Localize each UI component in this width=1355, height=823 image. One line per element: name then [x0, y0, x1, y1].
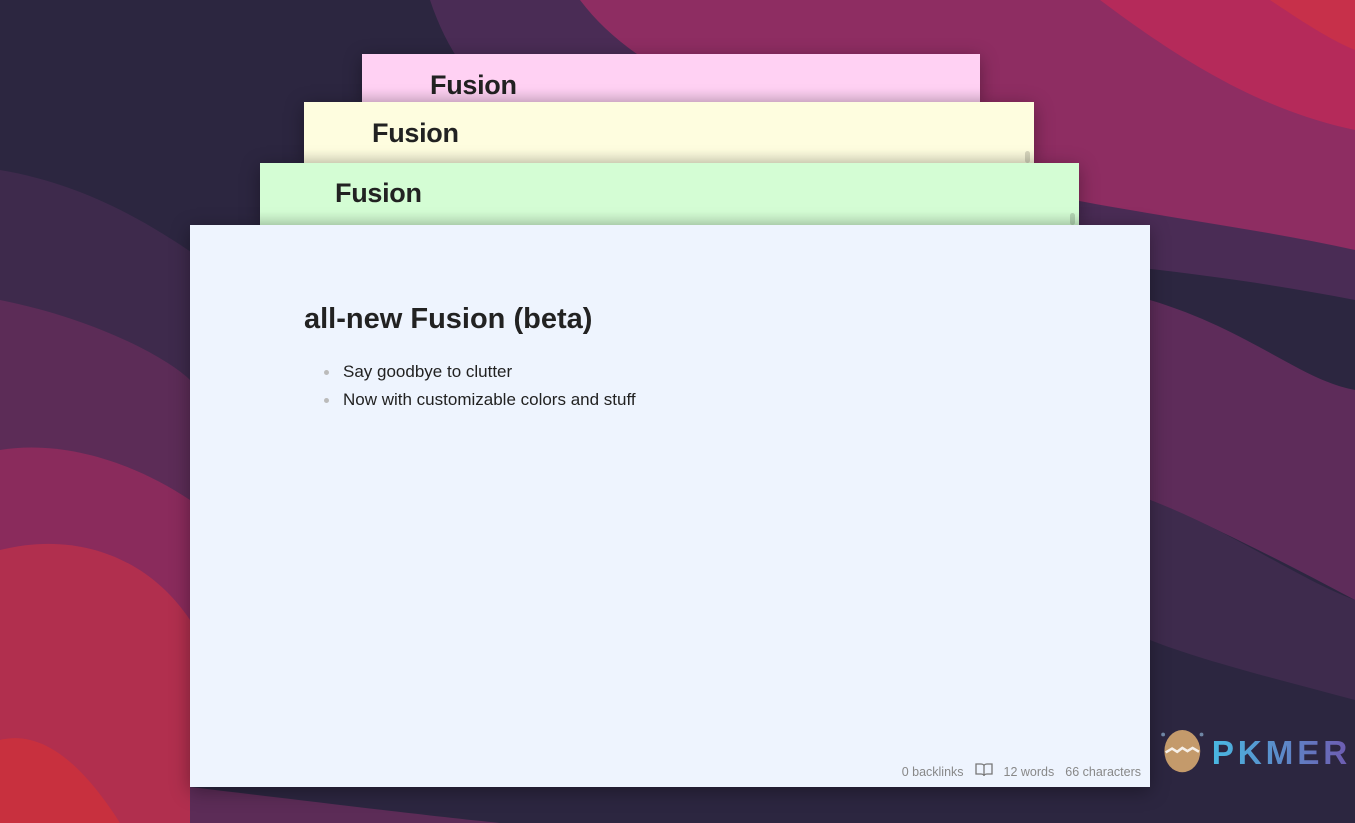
stacked-note-card-yellow[interactable]: Fusion — [304, 102, 1034, 163]
main-note-card[interactable]: all-new Fusion (beta) Say goodbye to clu… — [190, 225, 1150, 787]
scrollbar[interactable] — [1025, 151, 1030, 163]
status-bar: 0 backlinks 12 words 66 characters — [902, 763, 1141, 780]
stacked-note-card-pink[interactable]: Fusion — [362, 54, 980, 102]
card-title: Fusion — [335, 178, 422, 208]
list-item[interactable]: Say goodbye to clutter — [324, 361, 636, 389]
backlinks-count[interactable]: 0 backlinks — [901, 764, 964, 779]
book-open-icon[interactable] — [974, 763, 993, 780]
card-title: Fusion — [430, 70, 517, 100]
card-fade — [260, 211, 1079, 225]
card-fade — [362, 88, 980, 102]
stacked-note-card-green[interactable]: Fusion — [260, 163, 1079, 225]
pkmer-watermark-logo: PKMER — [1161, 730, 1350, 773]
list-item[interactable]: Now with customizable colors and stuff — [324, 389, 636, 417]
card-fade — [304, 149, 1034, 163]
bullet-list: Say goodbye to clutter Now with customiz… — [324, 361, 636, 417]
character-count: 66 characters — [1065, 764, 1141, 779]
card-title: Fusion — [372, 118, 459, 148]
scrollbar[interactable] — [1070, 213, 1075, 225]
svg-text:PKMER: PKMER — [1212, 735, 1350, 772]
word-count: 12 words — [1003, 764, 1055, 779]
note-title: all-new Fusion (beta) — [304, 303, 593, 335]
